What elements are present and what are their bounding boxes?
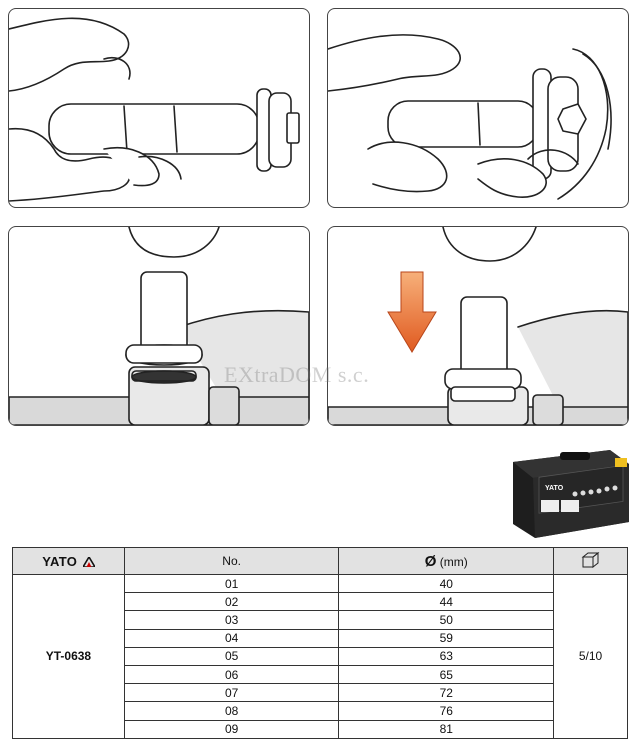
illustration-panel-3: [8, 226, 310, 426]
row-diameter: 81: [338, 719, 555, 739]
product-case-image: YATO: [505, 442, 632, 542]
row-diameter: 50: [338, 610, 555, 630]
brand-label: YATO: [42, 553, 78, 569]
row-diameter: 59: [338, 628, 555, 648]
row-number: 02: [123, 592, 340, 612]
row-number: 09: [123, 719, 340, 739]
row-number: 08: [123, 701, 340, 721]
diameter-unit: (mm): [439, 554, 468, 569]
hands-assembling-illustration: [328, 34, 612, 200]
model-number: YT-0638: [12, 574, 125, 739]
pressing-seal-illustration: [9, 227, 309, 425]
row-diameter: 72: [338, 683, 555, 703]
row-number: 05: [123, 646, 340, 666]
down-arrow-icon: [387, 271, 437, 353]
box-icon: [581, 551, 599, 568]
diameter-header: Ø (mm): [338, 547, 555, 575]
row-diameter: 63: [338, 646, 555, 666]
illustration-panel-1: [8, 8, 310, 208]
illustration-panel-2: [327, 8, 629, 208]
yato-logo-icon: [82, 556, 95, 567]
quantity-header: [553, 547, 628, 575]
hand-holding-driver-illustration: [9, 17, 300, 202]
brand-header: YATO: [12, 547, 125, 575]
diameter-symbol: Ø: [424, 552, 437, 570]
row-number: 03: [123, 610, 340, 630]
number-header: No.: [123, 547, 340, 575]
package-quantity: 5/10: [553, 574, 628, 739]
row-diameter: 76: [338, 701, 555, 721]
row-number: 07: [123, 683, 340, 703]
row-number: 04: [123, 628, 340, 648]
illustration-panel-4: [327, 226, 629, 426]
row-diameter: 65: [338, 664, 555, 685]
watermark: EXtraDOM s.c.: [224, 362, 370, 387]
pressing-down-illustration: [328, 227, 628, 425]
row-number: 01: [123, 573, 340, 594]
row-diameter: 40: [338, 573, 555, 594]
case-brand-label: YATO: [545, 485, 564, 492]
row-number: 06: [123, 664, 340, 685]
row-diameter: 44: [338, 592, 555, 612]
